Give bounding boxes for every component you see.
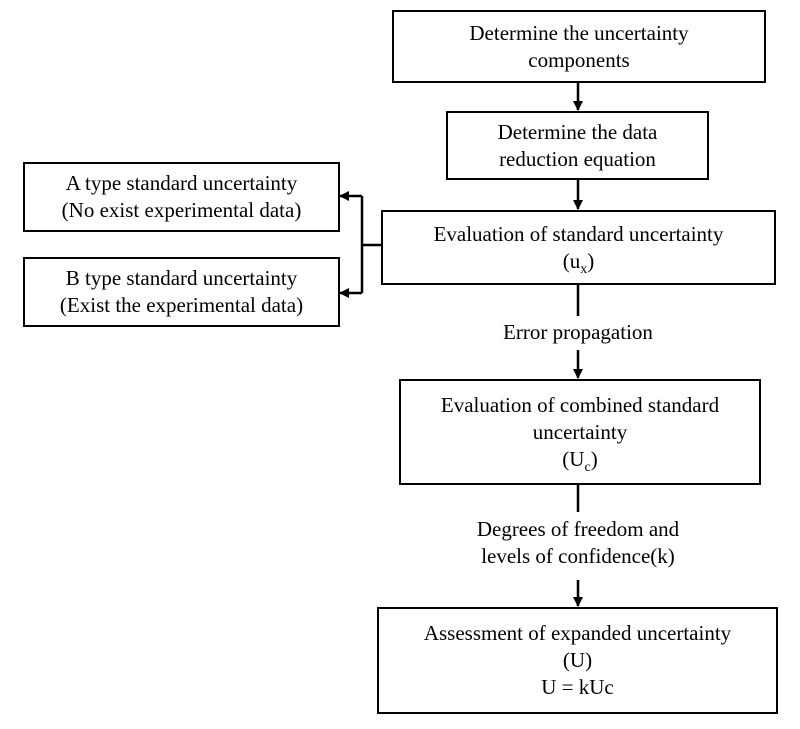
node-reduction: Determine the data reduction equation (446, 111, 709, 180)
node-type-a-line-1: A type standard uncertainty (65, 171, 298, 195)
node-expanded-line-1: Assessment of expanded uncertainty (423, 621, 732, 645)
node-components-line-2: components (528, 47, 630, 72)
node-standard: Evaluation of standard uncertainty (ux) (381, 210, 776, 285)
node-standard-symbol: (ux) (562, 248, 595, 277)
node-type-a-line-2: (No exist experimental data) (61, 198, 302, 222)
node-components: Determine the uncertainty components (392, 10, 766, 83)
edge-label-degrees-of-freedom: Degrees of freedom and levels of confide… (438, 516, 718, 570)
node-type-b-line-2: (Exist the experimental data) (59, 293, 304, 317)
node-expanded-line-3: U = kUc (541, 675, 614, 699)
node-components-line-1: Determine the uncertainty (469, 20, 689, 45)
node-type-b: B type standard uncertainty (Exist the e… (23, 257, 340, 327)
node-type-a: A type standard uncertainty (No exist ex… (23, 162, 340, 232)
node-expanded-line-2: (U) (562, 648, 593, 672)
node-combined: Evaluation of combined standard uncertai… (399, 379, 761, 485)
node-reduction-line-1: Determine the data (497, 119, 658, 144)
node-combined-line-2: uncertainty (532, 419, 628, 444)
node-combined-symbol: (Uc) (562, 446, 598, 475)
node-standard-line-1: Evaluation of standard uncertainty (433, 221, 724, 246)
node-combined-line-1: Evaluation of combined standard (440, 392, 720, 417)
node-type-b-line-1: B type standard uncertainty (65, 266, 298, 290)
node-expanded: Assessment of expanded uncertainty (U) U… (377, 607, 778, 714)
node-reduction-line-2: reduction equation (499, 146, 656, 171)
edge-label-error-propagation: Error propagation (458, 319, 698, 346)
